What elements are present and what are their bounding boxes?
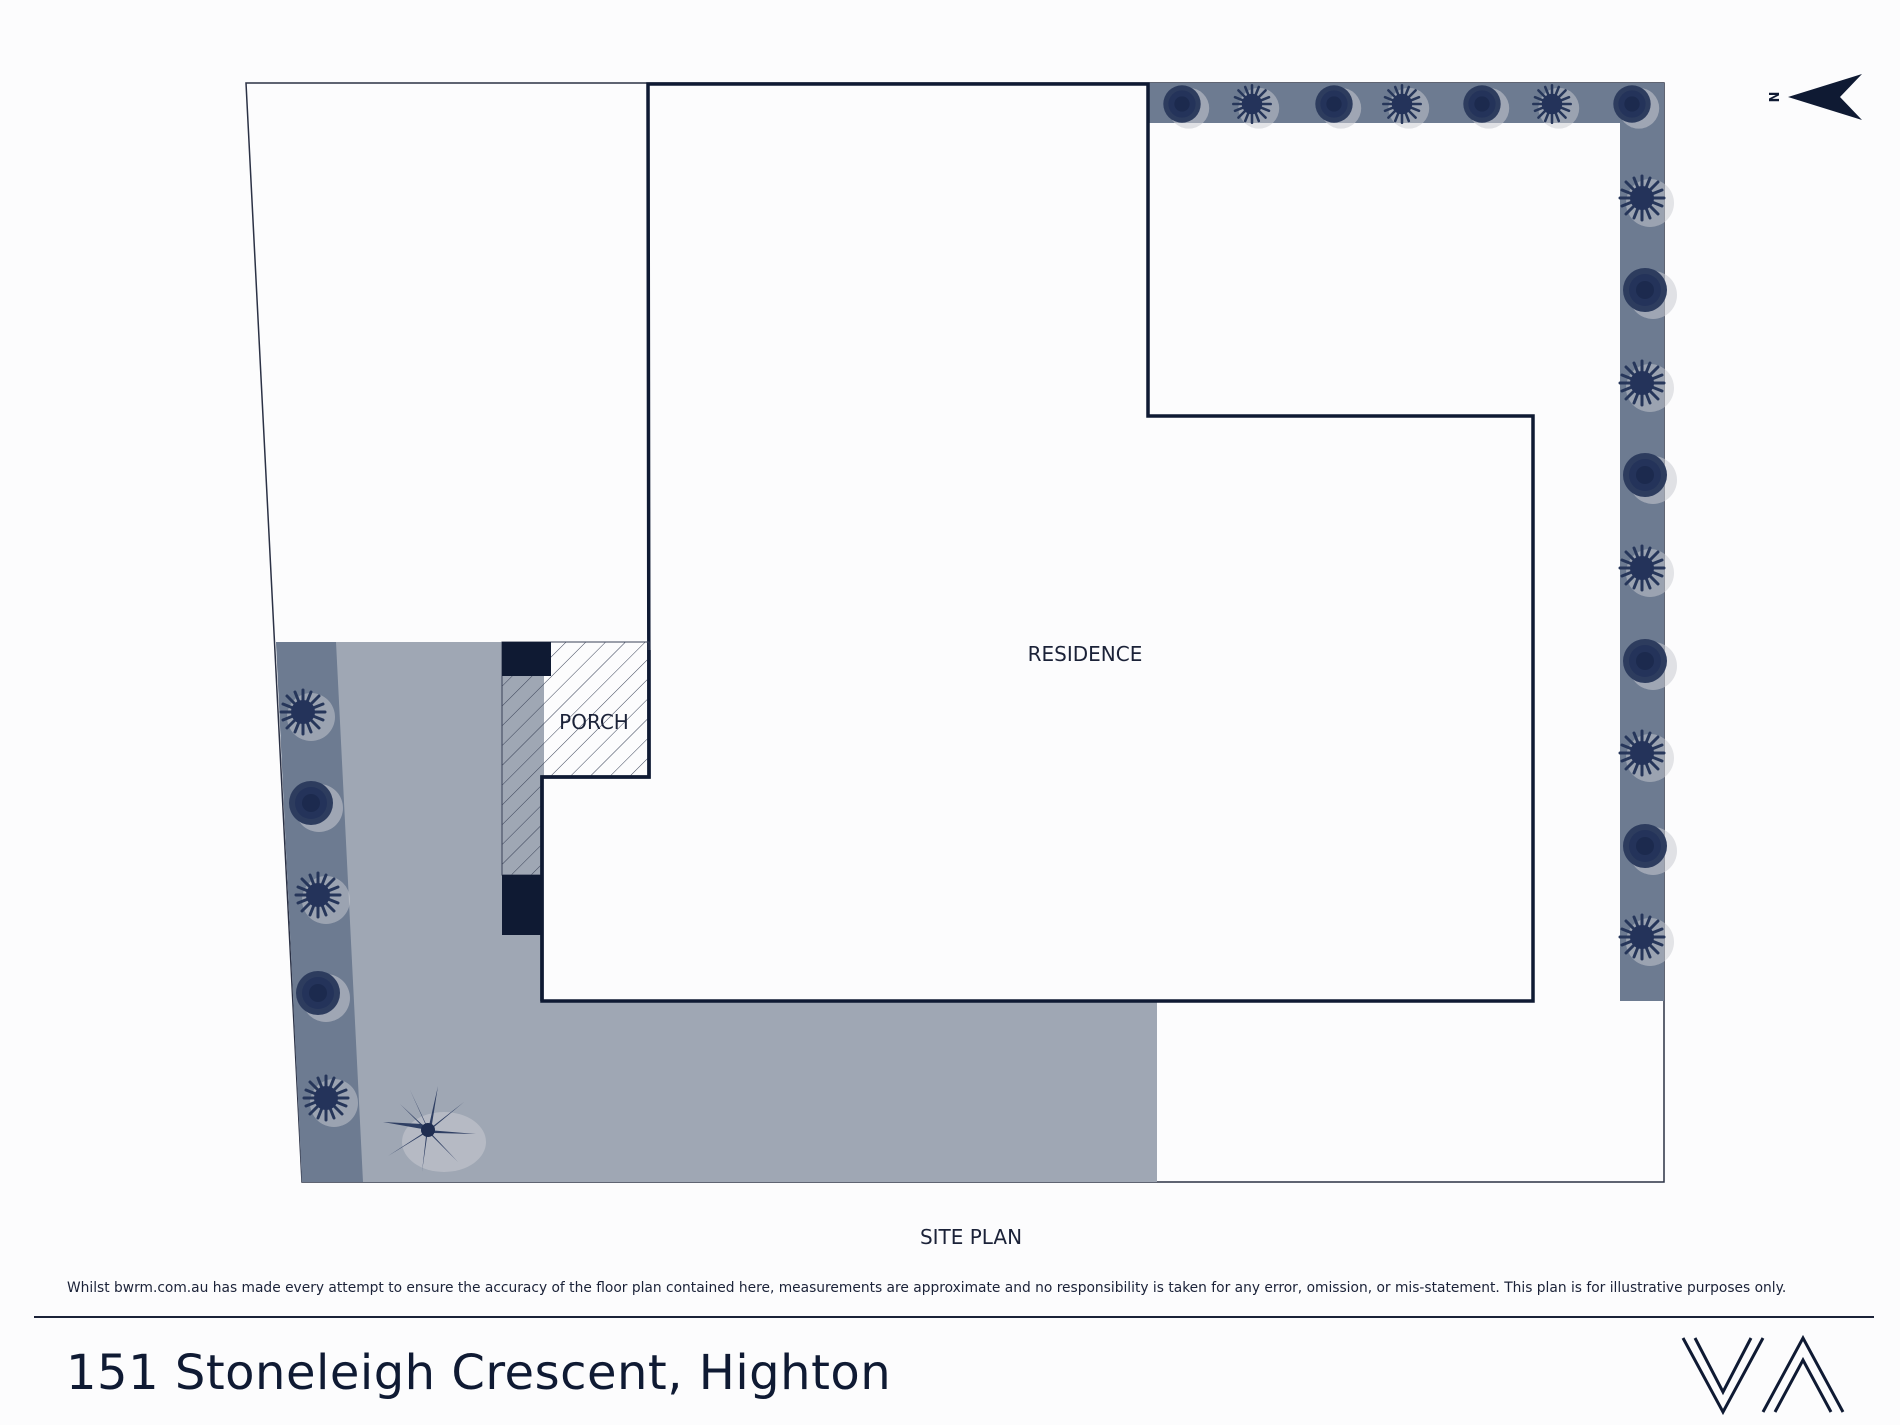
site-plan-title: SITE PLAN <box>920 1225 1022 1249</box>
porch-post-top <box>502 642 551 676</box>
shrub-row-right <box>1618 174 1677 968</box>
porch-label: PORCH <box>559 710 629 734</box>
paved-driveway <box>276 642 1157 1182</box>
company-logo <box>1681 1334 1845 1416</box>
footer-divider <box>34 1316 1874 1318</box>
disclaimer-text: Whilst bwrm.com.au has made every attemp… <box>67 1280 1787 1296</box>
north-arrow-icon: N <box>1765 74 1862 120</box>
porch-post-bottom <box>502 875 542 935</box>
property-address: 151 Stoneleigh Crescent, Highton <box>66 1345 892 1401</box>
north-label: N <box>1765 92 1780 103</box>
agave-icon <box>383 1086 486 1172</box>
residence-label: RESIDENCE <box>1028 642 1143 666</box>
